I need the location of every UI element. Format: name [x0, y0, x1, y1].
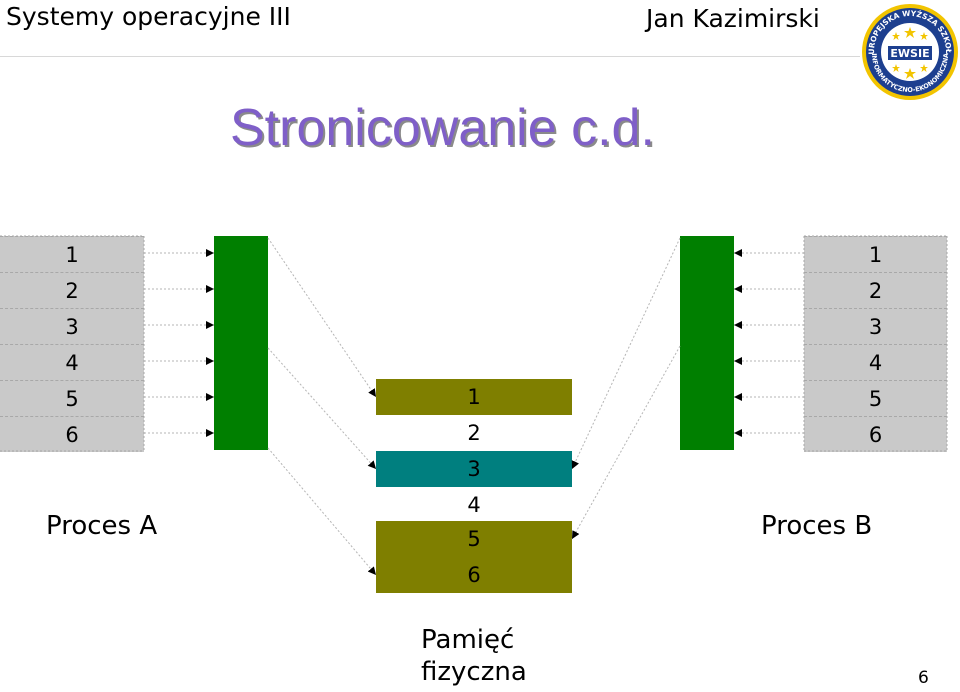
memory-frame: 1 — [376, 379, 572, 415]
process-b-page: 5 — [804, 380, 947, 416]
physical-memory-label-line1: Pamięć — [421, 625, 515, 655]
pa-map-arrow — [267, 237, 377, 398]
process-b-page: 6 — [804, 416, 947, 452]
memory-frame: 5 — [376, 521, 572, 557]
pa-map-arrow — [267, 447, 377, 576]
school-logo: EUROPEJSKA WYŻSZA SZKOŁA INFORMATYCZNO-E… — [860, 2, 958, 100]
pb-map-arrow — [571, 237, 681, 470]
slide-number: 6 — [918, 668, 929, 688]
process-b-page: 4 — [804, 344, 947, 380]
process-a-label: Proces A — [46, 511, 158, 541]
memory-frame: 2 — [376, 415, 572, 451]
process-a-page: 6 — [0, 416, 144, 452]
header-divider — [0, 56, 860, 57]
process-b-label: Proces B — [761, 511, 873, 541]
logo-label: EWSIE — [890, 47, 929, 60]
process-a-page: 2 — [0, 272, 144, 308]
process-b-page: 3 — [804, 308, 947, 344]
process-a-page: 4 — [0, 344, 144, 380]
process-a-page: 3 — [0, 308, 144, 344]
process-a-page: 5 — [0, 380, 144, 416]
process-a-page-table — [214, 236, 268, 450]
pb-map-arrow — [571, 345, 681, 540]
memory-frame: 3 — [376, 451, 572, 487]
physical-memory-label-line2: fizyczna — [421, 657, 527, 687]
memory-frame: 6 — [376, 557, 572, 593]
slide-title: Stronicowanie c.d. — [230, 99, 655, 157]
pa-map-arrow — [267, 347, 377, 470]
process-b-page: 2 — [804, 272, 947, 308]
author-name: Jan Kazimirski — [646, 4, 820, 33]
process-b-page: 1 — [804, 236, 947, 272]
memory-frame: 4 — [376, 487, 572, 523]
course-title: Systemy operacyjne III — [6, 2, 291, 31]
process-b-page-table — [680, 236, 734, 450]
